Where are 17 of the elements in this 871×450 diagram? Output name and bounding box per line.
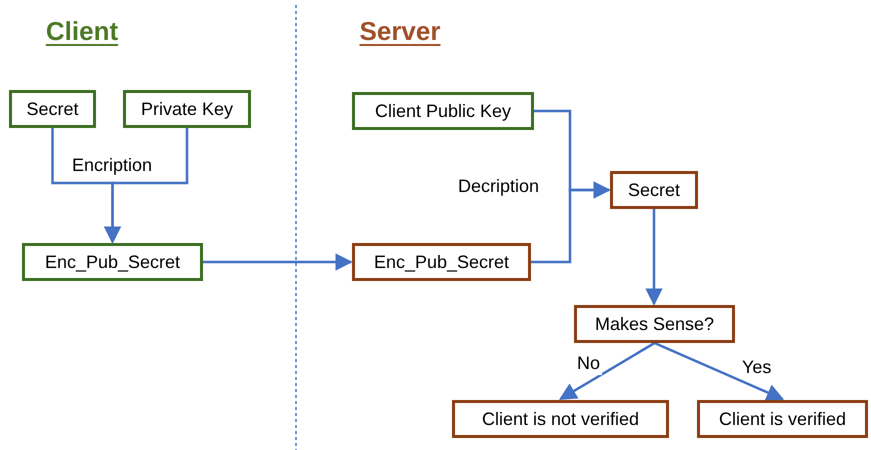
arrow [203,253,353,271]
process-box: Secret [610,171,698,209]
process-box: Enc_Pub_Secret [22,243,203,281]
process-box: Makes Sense? [574,305,735,343]
process-box: Secret [9,90,96,128]
arrow [104,128,188,244]
arrow [654,342,784,401]
section-heading: Server [360,18,440,44]
process-box: Private Key [123,90,251,128]
arrow [559,342,656,400]
process-box: Client is not verified [452,400,669,438]
process-box: Client Public Key [352,92,534,130]
process-box: Enc_Pub_Secret [352,243,531,281]
section-heading: Client [46,18,118,44]
arrow [531,181,611,264]
arrow [645,209,663,306]
process-box: Client is verified [697,400,868,438]
